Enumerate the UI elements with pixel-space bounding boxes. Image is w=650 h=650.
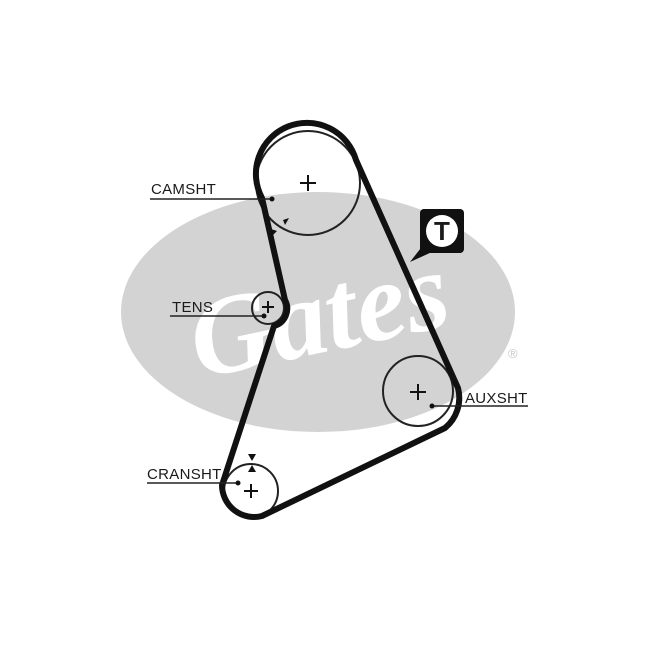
crankshaft-timing-mark-icon xyxy=(248,454,256,461)
tension-badge-circle xyxy=(426,215,458,247)
tensioner-center-plus-icon xyxy=(262,301,274,313)
leader-lines xyxy=(147,196,528,486)
crankshaft-label: CRANSHT xyxy=(147,466,222,483)
tensioner-label: TENS xyxy=(172,299,213,316)
camshaft-center-plus-icon xyxy=(300,175,316,191)
timing-marks xyxy=(248,218,289,472)
camshaft-timing-mark-icon xyxy=(283,218,289,225)
auxiliary-label: AUXSHT xyxy=(465,390,528,407)
camshaft-timing-mark-2-icon xyxy=(271,229,277,236)
center-marks xyxy=(244,175,426,498)
watermark-oval xyxy=(121,192,515,432)
registered-mark: ® xyxy=(508,346,518,361)
tension-badge: T xyxy=(410,209,464,262)
tensioner-pulley xyxy=(251,291,285,325)
auxiliary-pulley xyxy=(382,355,454,427)
crankshaft-timing-mark-2-icon xyxy=(248,465,256,472)
crankshaft-center-plus-icon xyxy=(244,484,258,498)
tension-badge-letter: T xyxy=(434,216,450,246)
auxiliary-center-plus-icon xyxy=(410,384,426,400)
camshaft-label: CAMSHT xyxy=(151,181,216,198)
timing-belt xyxy=(219,119,463,521)
